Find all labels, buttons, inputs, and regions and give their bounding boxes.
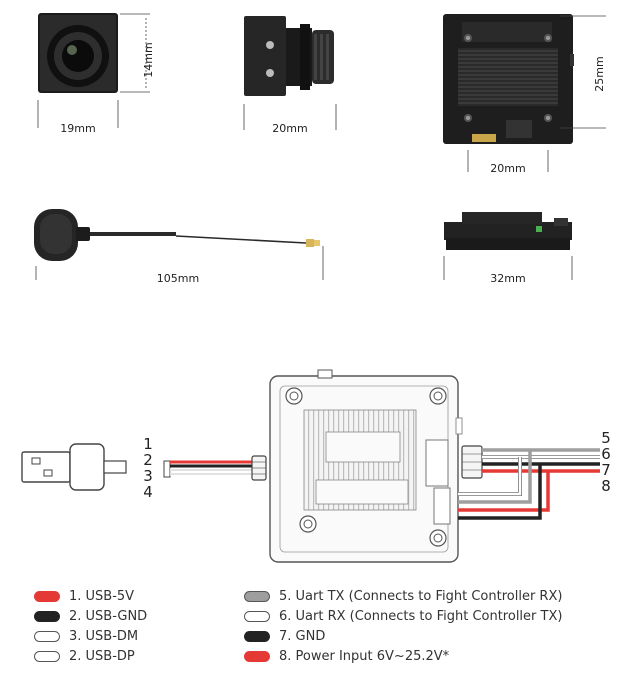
vtx-hole-dimension: 20mm xyxy=(467,150,549,175)
camera-depth-dimension: 20mm xyxy=(243,104,337,135)
camera-depth-label: 20mm xyxy=(272,122,307,135)
pin-7-label: 7 xyxy=(601,461,611,479)
legend-item-power-input: 8. Power Input 6V~25.2V* xyxy=(244,647,449,665)
legend-item-usb-dm: 3. USB-DM xyxy=(34,627,138,645)
camera-side-icon xyxy=(244,16,334,96)
vtx-hole-label: 20mm xyxy=(490,162,525,175)
camera-width-dimension: 19mm xyxy=(37,100,119,135)
camera-front-icon xyxy=(38,13,118,93)
legend-item-usb-dp: 2. USB-DP xyxy=(34,647,135,665)
camera-height-label: 14mm xyxy=(142,42,155,77)
legend-label: 5. Uart TX (Connects to Fight Controller… xyxy=(279,588,563,604)
legend-swatch xyxy=(244,610,270,622)
vtx-module-icon xyxy=(269,369,463,563)
legend-label: 3. USB-DM xyxy=(69,628,139,644)
antenna-icon xyxy=(34,209,320,261)
usb-cable xyxy=(163,455,267,481)
legend-swatch xyxy=(34,590,60,602)
pin-6-label: 6 xyxy=(601,445,611,463)
camera-width-label: 19mm xyxy=(60,122,95,135)
legend-label: 2. USB-DP xyxy=(69,648,135,664)
pin-8-label: 8 xyxy=(601,477,611,495)
pin-1-label: 1 xyxy=(143,435,153,453)
vtx-height-label: 25mm xyxy=(593,56,606,91)
legend-swatch xyxy=(244,630,270,642)
uart-power-cable xyxy=(458,445,600,520)
legend-label: 2. USB-GND xyxy=(69,608,148,624)
vtx-side-icon xyxy=(444,212,572,250)
legend-item-usb-5v: 1. USB-5V xyxy=(34,587,134,605)
vtx-top-icon xyxy=(443,14,574,144)
legend-swatch xyxy=(34,630,60,642)
antenna-length-dimension: 105mm xyxy=(35,246,324,285)
legend-item-usb-gnd: 2. USB-GND xyxy=(34,607,147,625)
usb-plug-icon xyxy=(21,443,127,491)
pin-2-label: 2 xyxy=(143,451,153,469)
right-pin-numbers: 5 6 7 8 xyxy=(601,429,611,495)
legend-label: 8. Power Input 6V~25.2V* xyxy=(279,648,450,664)
legend-item-uart-tx: 5. Uart TX (Connects to Fight Controller… xyxy=(244,587,562,605)
antenna-length-label: 105mm xyxy=(157,272,199,285)
legend-item-uart-rx: 6. Uart RX (Connects to Fight Controller… xyxy=(244,607,562,625)
vtx-height-dimension: 25mm xyxy=(560,15,606,129)
legend-swatch xyxy=(244,650,270,662)
legend-swatch xyxy=(34,610,60,622)
legend-swatch xyxy=(244,590,270,602)
legend-label: 1. USB-5V xyxy=(69,588,135,604)
legend-label: 7. GND xyxy=(279,628,326,644)
pin-4-label: 4 xyxy=(143,483,153,501)
vtx-side-width-dimension: 32mm xyxy=(443,256,573,285)
legend-swatch xyxy=(34,650,60,662)
left-pin-numbers: 1 2 3 4 xyxy=(143,435,153,501)
legend-item-gnd: 7. GND xyxy=(244,627,325,645)
legend-label: 6. Uart RX (Connects to Fight Controller… xyxy=(279,608,563,624)
pin-5-label: 5 xyxy=(601,429,611,447)
pin-3-label: 3 xyxy=(143,467,153,485)
camera-height-dimension: 14mm xyxy=(120,13,155,93)
vtx-side-width-label: 32mm xyxy=(490,272,525,285)
